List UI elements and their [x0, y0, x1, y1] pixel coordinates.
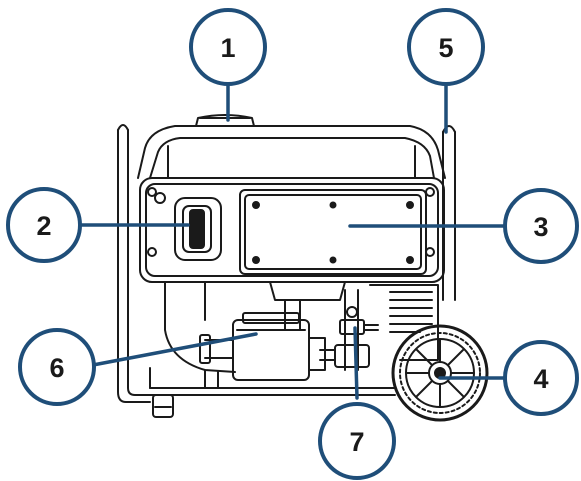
callout-number-5: 5 — [438, 33, 453, 63]
fuel-tank — [137, 125, 446, 179]
wheel-tire — [391, 324, 489, 422]
air-filter-box — [232, 319, 310, 381]
callout-number-2: 2 — [36, 211, 51, 241]
engine-switch — [189, 209, 205, 249]
callout-number-6: 6 — [49, 353, 64, 383]
callout-number-4: 4 — [533, 364, 548, 394]
callout-circle-7 — [318, 402, 396, 480]
generator-illustration — [117, 114, 489, 422]
frame-left-tube — [117, 129, 151, 403]
leader-line-6 — [91, 332, 258, 367]
outlet-panel — [239, 189, 427, 275]
leader-line-7 — [353, 326, 359, 400]
cooling-fins — [369, 284, 439, 361]
callout-circle-2 — [6, 187, 82, 263]
callout-circle-5 — [407, 8, 485, 86]
callout-circle-4 — [503, 340, 579, 416]
callout-number-1: 1 — [220, 33, 235, 63]
callouts — [6, 8, 579, 480]
control-panel — [139, 177, 445, 283]
callout-circle-3 — [503, 188, 579, 264]
callout-numbers: 1 2 3 4 5 6 7 — [36, 33, 548, 457]
callout-circle-6 — [18, 328, 96, 406]
callout-number-7: 7 — [349, 427, 364, 457]
fuel-cap — [195, 114, 255, 127]
callout-circle-1 — [189, 8, 267, 86]
left-foot — [152, 394, 174, 418]
fuel-valve — [344, 289, 359, 371]
callout-number-3: 3 — [533, 212, 548, 242]
leader-lines — [78, 82, 507, 400]
engine-switch-housing — [174, 197, 222, 261]
